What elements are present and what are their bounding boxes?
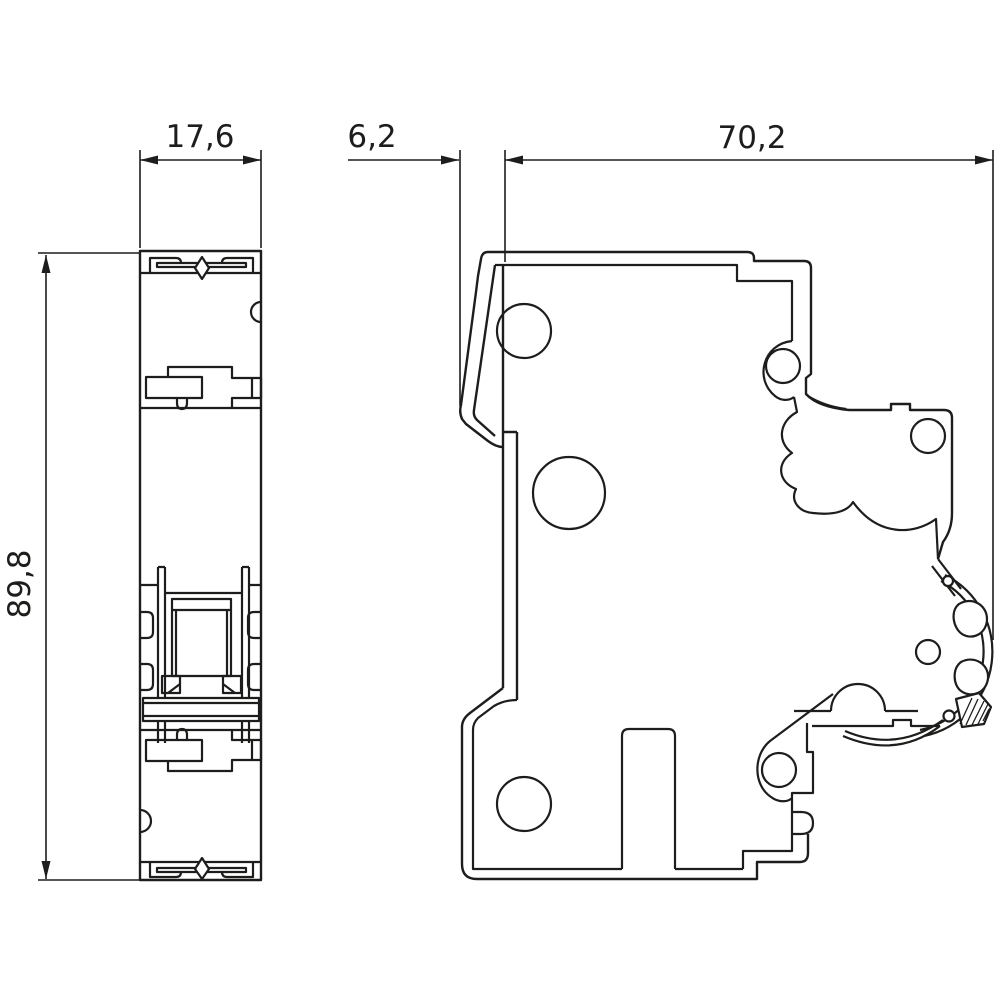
side-pivot-pin-bottom xyxy=(942,709,956,723)
side-front-flange xyxy=(459,250,504,449)
dimension-label-flange-depth: 6,2 xyxy=(347,119,396,155)
front-toggle-shoulder-lines xyxy=(140,583,261,595)
side-lug-hole-upper xyxy=(764,347,802,385)
front-toggle-feet xyxy=(160,674,243,695)
front-bottom-clip-diamond xyxy=(193,856,211,881)
side-view xyxy=(459,250,994,881)
dimension-annotations: 17,6 6,2 70,2 89,8 xyxy=(2,119,994,881)
front-view-outline xyxy=(138,249,263,882)
front-toggle-crossbar xyxy=(141,696,261,723)
side-foot-profile xyxy=(794,682,940,728)
side-flap-curve xyxy=(807,395,847,411)
front-lower-terminal xyxy=(144,727,263,773)
side-bottom-outer-wall xyxy=(460,687,810,881)
extension-lines xyxy=(38,150,994,881)
side-hook-bump-top xyxy=(952,599,989,638)
side-right-steps xyxy=(790,723,815,812)
side-hook-bump-bottom xyxy=(953,658,990,696)
front-top-clip-diamond xyxy=(193,255,211,281)
side-hole-middle xyxy=(531,455,607,531)
side-lug-hole-right xyxy=(909,417,947,455)
side-lower-lug-arm xyxy=(756,693,834,803)
dimension-label-height: 89,8 xyxy=(2,549,38,618)
front-view xyxy=(138,249,263,882)
side-hole-lower xyxy=(495,775,553,833)
side-small-hole xyxy=(914,638,942,666)
dimension-label-width: 17,6 xyxy=(165,119,234,155)
side-hole-upper xyxy=(495,302,553,360)
front-top-rail-clip xyxy=(148,256,255,273)
side-pivot-pin-top xyxy=(941,574,955,588)
front-toggle-lever xyxy=(170,597,233,678)
side-inner-top-wall xyxy=(495,263,794,341)
front-upper-terminal xyxy=(144,365,263,411)
side-small-tab xyxy=(790,810,815,836)
side-clip-end-hatching xyxy=(959,697,990,726)
side-upper-lug xyxy=(762,339,795,401)
side-lug-hole-lower xyxy=(760,751,798,789)
side-front-edge xyxy=(501,265,519,700)
dimension-label-body-depth: 70,2 xyxy=(717,120,786,156)
side-outer-top-contour xyxy=(488,250,954,560)
front-bottom-rail-clip xyxy=(148,862,255,879)
front-edge-notches xyxy=(139,300,262,834)
front-side-tabs xyxy=(140,610,261,692)
side-scalloped-edge xyxy=(780,396,940,560)
side-bottom-inner-wall xyxy=(471,698,794,871)
